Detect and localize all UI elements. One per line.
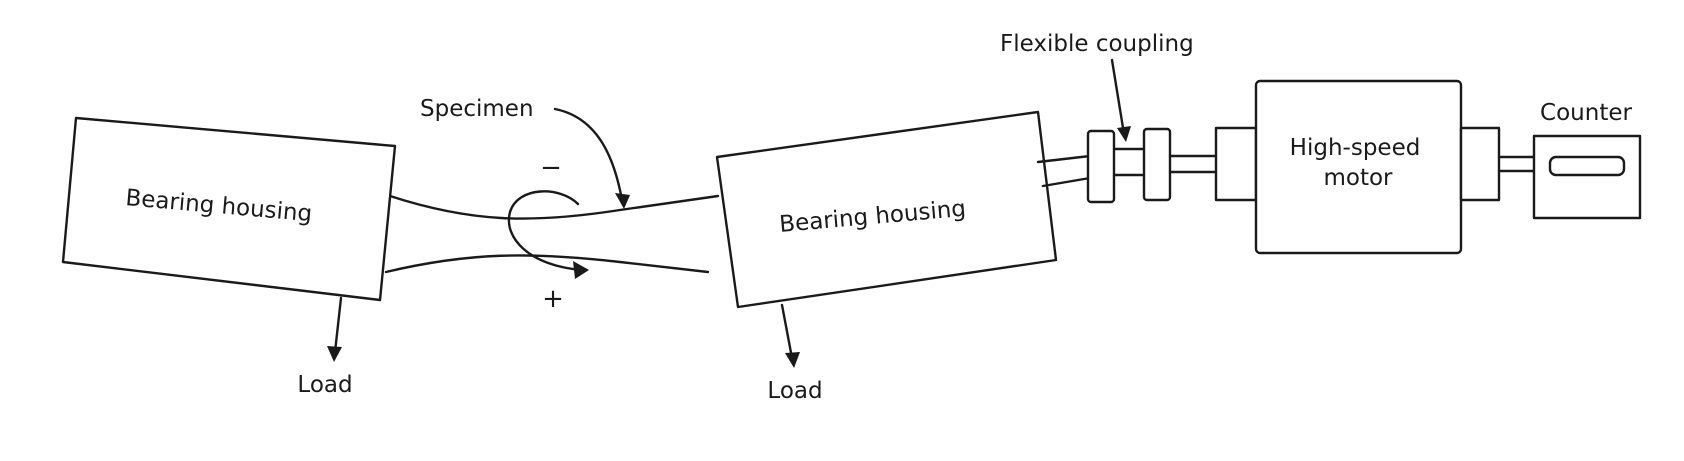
- counter-shaft: [1497, 155, 1536, 173]
- coupling-disc-right: [1142, 127, 1172, 202]
- specimen-top-edge: [388, 194, 720, 220]
- counter: Counter: [1532, 100, 1642, 220]
- left-bearing-housing: Bearing housing: [61, 116, 397, 302]
- load-left-arrowhead: [327, 346, 342, 362]
- left-bearing-housing-box: [61, 116, 397, 302]
- drive-shaft: [1036, 154, 1092, 188]
- load-left: Load: [297, 296, 353, 398]
- right-bearing-housing-box: [715, 110, 1058, 309]
- specimen-leader-line: [553, 107, 624, 202]
- rotation-arrowhead: [573, 261, 589, 279]
- specimen-label: Specimen: [420, 96, 534, 122]
- load-left-label: Load: [297, 372, 352, 398]
- coupling-disc-left: [1086, 129, 1116, 204]
- motor-end-cap-left: [1214, 126, 1258, 202]
- shaft-upper-line: [1036, 154, 1092, 164]
- specimen-leader-arrowhead: [615, 193, 630, 209]
- specimen: [384, 194, 720, 274]
- high-speed-motor: High-speed motor: [1214, 79, 1501, 255]
- flexible-coupling-callout: Flexible coupling: [1000, 31, 1194, 142]
- plus-sign: +: [542, 284, 564, 314]
- flexible-coupling-label: Flexible coupling: [1000, 31, 1194, 57]
- flexible-coupling: [1086, 127, 1172, 204]
- motor-shaft: [1168, 154, 1220, 174]
- load-right-line: [780, 303, 794, 360]
- rotation-arc: [507, 190, 584, 272]
- specimen-callout: Specimen: [420, 96, 630, 209]
- motor-label-line1: High-speed: [1290, 135, 1421, 161]
- shaft-lower-line: [1041, 176, 1092, 188]
- load-right-label: Load: [767, 378, 822, 404]
- counter-display-window: [1548, 155, 1626, 177]
- coupling-leader-line: [1110, 58, 1126, 136]
- counter-box: [1532, 134, 1642, 220]
- rotation-indicator: − +: [507, 153, 589, 314]
- specimen-bottom-edge: [384, 254, 710, 274]
- right-bearing-housing: Bearing housing: [715, 110, 1058, 309]
- coupling-leader-arrowhead: [1117, 126, 1131, 142]
- load-right: Load: [767, 303, 823, 404]
- counter-label: Counter: [1540, 100, 1632, 126]
- minus-sign: −: [540, 153, 562, 183]
- load-right-arrowhead: [785, 352, 800, 368]
- load-left-line: [333, 296, 343, 354]
- motor-end-cap-right: [1459, 126, 1501, 202]
- motor-label-line2: motor: [1323, 165, 1393, 191]
